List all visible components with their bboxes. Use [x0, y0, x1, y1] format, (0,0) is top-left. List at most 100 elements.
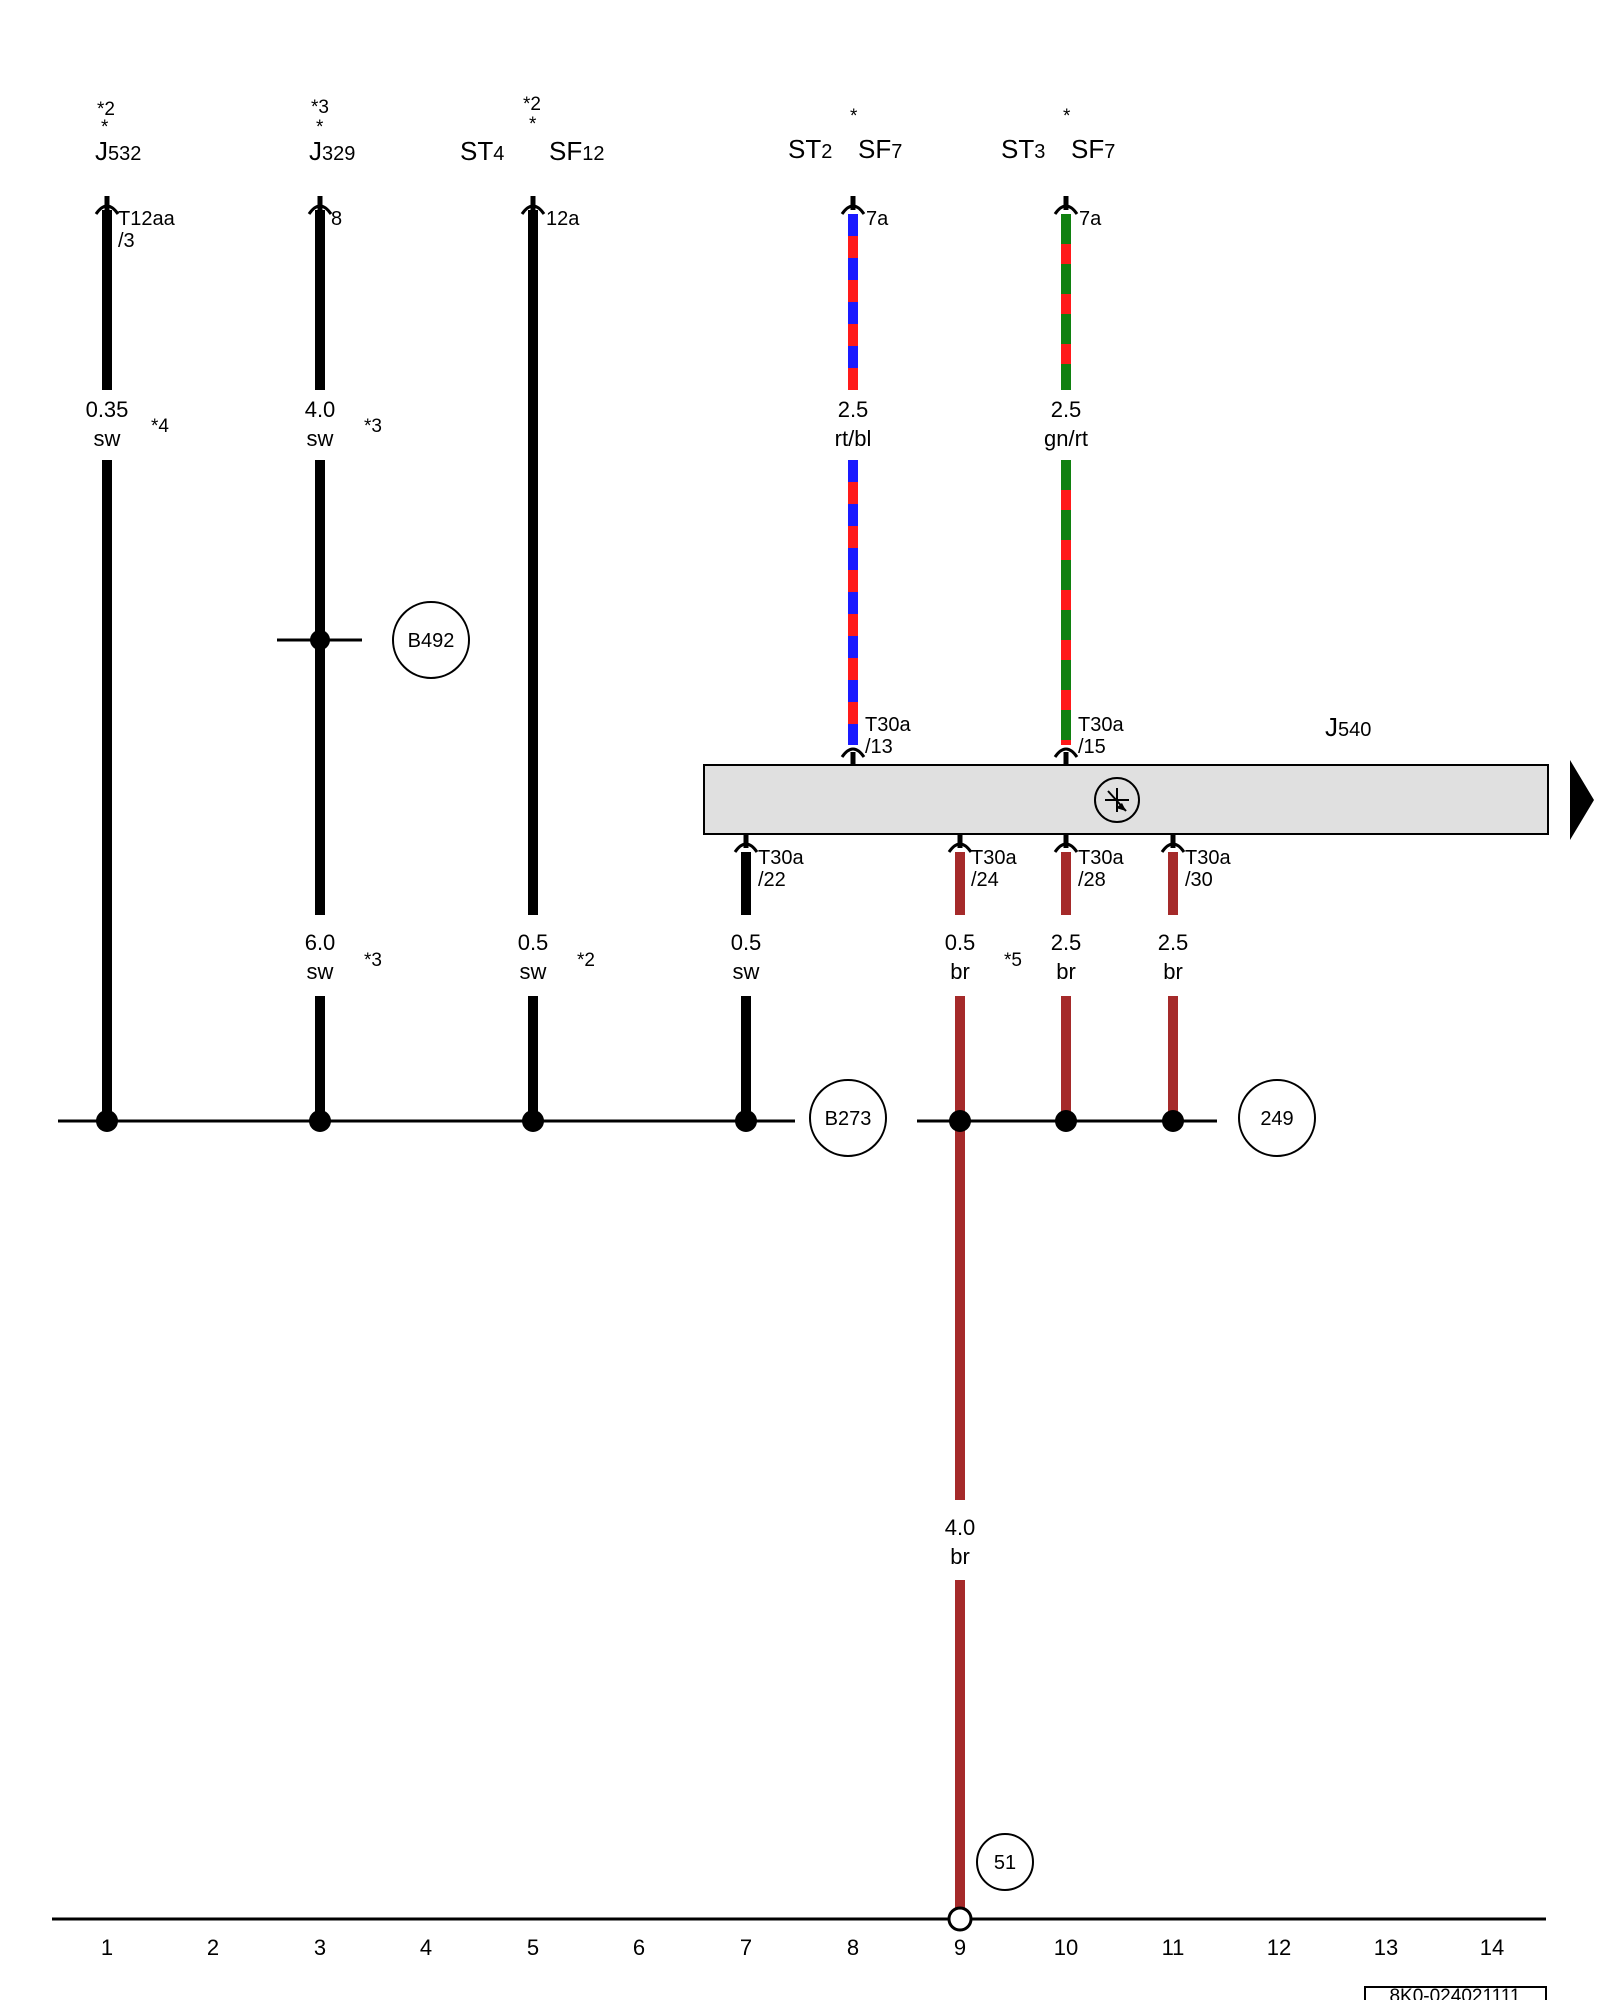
w1-upper-note: *4: [151, 416, 169, 437]
svg-text:SF7: SF7: [1071, 134, 1115, 164]
b492-label: B492: [408, 630, 455, 652]
module-name-sub: 540: [1338, 719, 1371, 741]
svg-text:J540: J540: [1325, 712, 1371, 742]
ruler-number: 11: [1162, 1935, 1185, 1960]
st2-base: ST: [788, 134, 821, 164]
connector-icon: [947, 834, 973, 853]
pin-t30a-30-line1: T30a: [1185, 847, 1231, 869]
pin-t30a-24-line2: /24: [971, 869, 999, 891]
w1-upper-color: sw: [94, 426, 121, 451]
connector-icon: [1053, 747, 1079, 764]
top-pin-labels: T12aa /3 8 12a 7a 7a: [118, 208, 1102, 252]
connection-circle: [392, 601, 470, 679]
ruler-number: 6: [633, 1935, 645, 1960]
document-code-label: 8K0-024021111: [1389, 1986, 1520, 2000]
connector-icon: [1053, 196, 1079, 215]
bus-b273: B273: [58, 1079, 887, 1157]
electronic-module-icon: [1094, 777, 1140, 823]
n249-label: 249: [1260, 1108, 1293, 1130]
w7-lower-color: sw: [733, 959, 760, 984]
w10-lower-size: 2.5: [1051, 930, 1082, 955]
connector-icon: [1053, 834, 1079, 853]
j329-base: J: [309, 136, 322, 166]
splice-dot: [310, 630, 330, 650]
connection-circle: [976, 1833, 1034, 1891]
j532-base: J: [95, 136, 108, 166]
ruler-number: 14: [1480, 1935, 1504, 1960]
w3-upper-size: 4.0: [305, 397, 336, 422]
st4-base: ST: [460, 136, 493, 166]
label-sf12: *2 * SF12: [523, 94, 604, 166]
ruler-number: 1: [101, 1935, 113, 1960]
ruler-number: 10: [1054, 1935, 1078, 1960]
w3-lower-note: *3: [364, 950, 382, 971]
svg-text:ST2: ST2: [788, 134, 832, 164]
connector-icon: [307, 196, 333, 215]
sf7b-star: *: [1063, 106, 1071, 127]
pin-t30a-24-line1: T30a: [971, 847, 1017, 869]
pin-t30a-15-line1: T30a: [1078, 714, 1124, 736]
label-j532: *2 * J532: [95, 99, 141, 166]
w9-ground-color: br: [950, 1544, 970, 1569]
ruler-number: 8: [847, 1935, 859, 1960]
j329-note: *3: [311, 97, 329, 118]
pin-t30a-22-line1: T30a: [758, 847, 804, 869]
splice-dot: [949, 1110, 971, 1132]
svg-text:SF12: SF12: [549, 136, 604, 166]
splice-dot: [735, 1110, 757, 1132]
w5-lower-size: 0.5: [518, 930, 549, 955]
st2-sub: 2: [821, 141, 832, 163]
sf7a-star: *: [850, 106, 858, 127]
module-top-connector-icons: [840, 747, 1079, 764]
w8-upper-size: 2.5: [838, 397, 869, 422]
svg-text:J329: J329: [309, 136, 355, 166]
ruler-number: 2: [207, 1935, 219, 1960]
pin-col1-line1: T12aa: [118, 208, 176, 230]
top-connector-icons: [94, 196, 1079, 215]
pin-t30a-15-line2: /15: [1078, 736, 1106, 758]
connection-circle: [1238, 1079, 1316, 1157]
splice-dot: [522, 1110, 544, 1132]
pin-t30a-30-line2: /30: [1185, 869, 1213, 891]
module-bottom-pin-labels: T30a /22 T30a /24 T30a /28 T30a /30: [758, 847, 1231, 891]
w9-ground-size: 4.0: [945, 1515, 976, 1540]
module-top-pin-labels: T30a /13 T30a /15: [865, 714, 1124, 758]
w3-upper-color: sw: [307, 426, 334, 451]
sf12-sub: 12: [582, 143, 604, 165]
connector-icon: [1160, 834, 1186, 853]
ruler-number: 4: [420, 1935, 432, 1960]
pin-col3-line1: 8: [331, 208, 342, 230]
w11-lower-size: 2.5: [1158, 930, 1189, 955]
w1-upper-size: 0.35: [86, 397, 129, 422]
svg-text:SF7: SF7: [858, 134, 902, 164]
w3-lower-color: sw: [307, 959, 334, 984]
sf12-base: SF: [549, 136, 582, 166]
sf7a-sub: 7: [891, 141, 902, 163]
j532-star: *: [101, 117, 109, 138]
pin-t30a-22-line2: /22: [758, 869, 786, 891]
w3-upper-note: *3: [364, 416, 382, 437]
pin-t30a-13-line2: /13: [865, 736, 893, 758]
sf7a-base: SF: [858, 134, 891, 164]
w9-lower-note: *5: [1004, 950, 1022, 971]
sf12-note: *2: [523, 94, 541, 115]
bottom-rail: [52, 1906, 1546, 1932]
sf7b-base: SF: [1071, 134, 1104, 164]
connector-icon: [94, 196, 120, 215]
ruler-number: 3: [314, 1935, 326, 1960]
label-sf7-b: * SF7: [1063, 106, 1115, 164]
w5-lower-color: sw: [520, 959, 547, 984]
label-st3: ST3: [1001, 134, 1045, 164]
ground-point-icon: [947, 1906, 973, 1932]
module-name-base: J: [1325, 712, 1338, 742]
pin-t30a-13-line1: T30a: [865, 714, 911, 736]
st4-sub: 4: [493, 143, 504, 165]
splice-dot: [1162, 1110, 1184, 1132]
bus-249: 249: [917, 1079, 1316, 1157]
connector-icon: [840, 747, 866, 764]
ruler-number: 9: [954, 1935, 966, 1960]
st3-base: ST: [1001, 134, 1034, 164]
svg-text:ST4: ST4: [460, 136, 504, 166]
w9-lower-color: br: [950, 959, 970, 984]
